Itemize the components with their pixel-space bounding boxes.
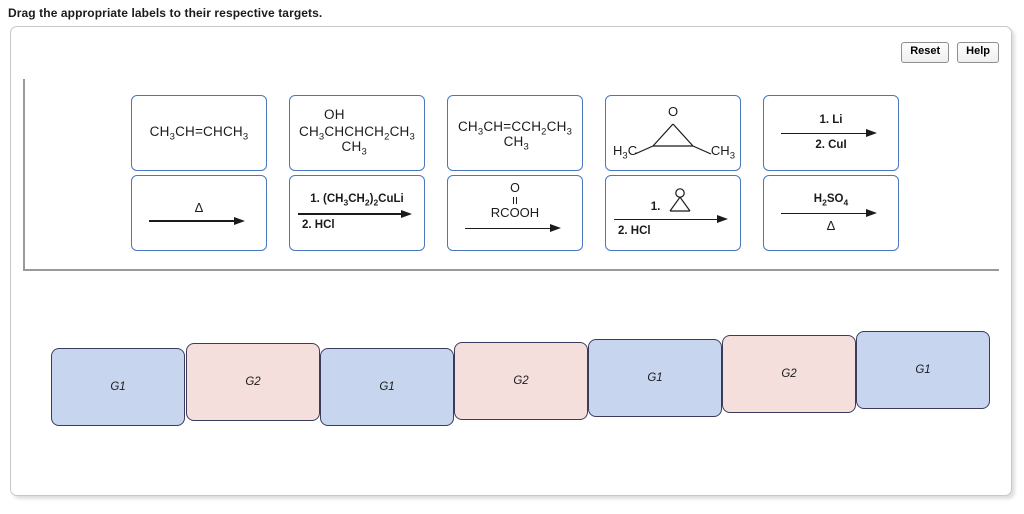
substituent-methyl: CH3 — [504, 134, 529, 153]
arrow-icon — [781, 129, 881, 138]
drop-target-2[interactable]: G2 — [186, 343, 320, 421]
structure-dimethyloxirane: O H3C CH3 — [613, 104, 735, 162]
substituent-methyl: CH3 — [342, 139, 367, 158]
reset-button[interactable]: Reset — [901, 42, 950, 63]
arrow-icon — [298, 209, 416, 218]
drop-target-label: G2 — [513, 375, 529, 387]
reagent-below-arrow: Δ — [826, 217, 836, 233]
drop-target-label: G2 — [781, 368, 797, 380]
reagent-above-arrow: 1. Li — [819, 114, 843, 127]
drop-target-label: G1 — [915, 364, 931, 376]
reaction-arrow-heat: Δ — [149, 199, 249, 226]
reagent-above-arrow: 1. (CH3CH2)2CuLi — [310, 193, 404, 208]
toolbar: Reset Help — [901, 42, 999, 63]
card-reagent-heat[interactable]: Δ — [131, 175, 267, 251]
arrow-icon — [781, 209, 881, 218]
card-content: CH3CH=CHCH3 — [132, 96, 266, 170]
arrow-icon — [149, 216, 249, 225]
drop-target-7[interactable]: G1 — [856, 331, 990, 409]
reaction-arrow-li-cui: 1. Li 2. CuI — [781, 114, 881, 151]
card-reagent-h2so4-heat[interactable]: H2SO4 Δ — [763, 175, 899, 251]
bank-slot-1: CH3CH=CHCH3 — [125, 95, 283, 175]
reagent-above-arrow: H2SO4 — [813, 192, 849, 207]
card-2-butene[interactable]: CH3CH=CHCH3 — [131, 95, 267, 171]
epoxide-bonds — [634, 123, 712, 155]
card-content: 1. — [606, 176, 740, 250]
arrow-icon — [614, 215, 732, 224]
arrow-icon — [465, 224, 565, 233]
substituent-hydroxyl: OH — [324, 107, 345, 122]
bank-slot-7: 1. (CH3CH2)2CuLi 2. HCl — [283, 175, 441, 255]
step-one-row: 1. — [651, 188, 696, 214]
label-epoxide-oxygen: O — [667, 104, 679, 119]
card-reagent-gilman-hcl[interactable]: 1. (CH3CH2)2CuLi 2. HCl — [289, 175, 425, 251]
formula-2-butene: CH3CH=CHCH3 — [149, 123, 249, 143]
card-reagent-epoxide-hcl[interactable]: 1. — [605, 175, 741, 251]
instruction-text: Drag the appropriate labels to their res… — [8, 6, 323, 20]
reaction-arrow-epoxide-hcl: 1. — [614, 188, 732, 238]
reagent-above-arrow: Δ — [194, 199, 204, 215]
epoxide-glyph — [669, 188, 691, 212]
epoxide-icon — [665, 188, 695, 214]
label-ch3: CH3 — [341, 139, 367, 158]
reagent-below-arrow: 2. CuI — [815, 138, 847, 151]
bank-slot-4: O H3C CH3 — [599, 95, 757, 175]
bank-slot-10: H2SO4 Δ — [757, 175, 915, 255]
double-bond-icon — [512, 197, 519, 205]
drop-target-3[interactable]: G1 — [320, 348, 454, 426]
reagent-below-arrow: 2. HCl — [302, 219, 335, 232]
drop-target-1[interactable]: G1 — [51, 348, 185, 426]
exercise-panel: Reset Help CH3CH=CHCH3 — [10, 26, 1012, 496]
card-content: Δ — [132, 176, 266, 250]
label-oh: OH — [324, 106, 345, 122]
label-right-methyl: CH3 — [710, 143, 735, 162]
bank-slot-9: 1. — [599, 175, 757, 255]
label-ch3: CH3 — [503, 134, 529, 153]
help-button[interactable]: Help — [957, 42, 999, 63]
drop-target-label: G1 — [647, 372, 663, 384]
step-number-one: 1. — [650, 200, 661, 213]
drop-target-label: G1 — [379, 381, 395, 393]
label-carbonyl-oxygen: O — [510, 181, 520, 196]
reagent-below-arrow: 2. HCl — [618, 224, 651, 237]
card-dimethyloxirane[interactable]: O H3C CH3 — [605, 95, 741, 171]
reaction-arrow-peroxyacid: O RCOOH — [465, 181, 565, 233]
reaction-arrow-h2so4: H2SO4 Δ — [781, 193, 881, 234]
reaction-arrow-gilman: 1. (CH3CH2)2CuLi 2. HCl — [298, 193, 416, 232]
card-content: H2SO4 Δ — [764, 176, 898, 250]
bank-slot-5: 1. Li 2. CuI — [757, 95, 915, 175]
drop-target-5[interactable]: G1 — [588, 339, 722, 417]
drop-target-4[interactable]: G2 — [454, 342, 588, 420]
card-content: 1. Li 2. CuI — [764, 96, 898, 170]
drop-target-label: G1 — [110, 381, 126, 393]
card-content: O RCOOH — [448, 176, 582, 250]
bank-slot-8: O RCOOH — [441, 175, 599, 255]
drop-target-6[interactable]: G2 — [722, 335, 856, 413]
bank-slot-6: Δ — [125, 175, 283, 255]
label-left-methyl: H3C — [613, 143, 638, 162]
reagent-above-arrow: RCOOH — [490, 205, 540, 221]
card-content: 1. (CH3CH2)2CuLi 2. HCl — [290, 176, 424, 250]
card-reagent-li-cui[interactable]: 1. Li 2. CuI — [763, 95, 899, 171]
label-bank-row-2: Δ 1. (CH3CH2)2CuLi 2. HCl — [25, 175, 999, 255]
card-reagent-peroxyacid[interactable]: O RCOOH — [447, 175, 583, 251]
drop-target-label: G2 — [245, 376, 261, 388]
card-content: O H3C CH3 — [606, 96, 740, 170]
